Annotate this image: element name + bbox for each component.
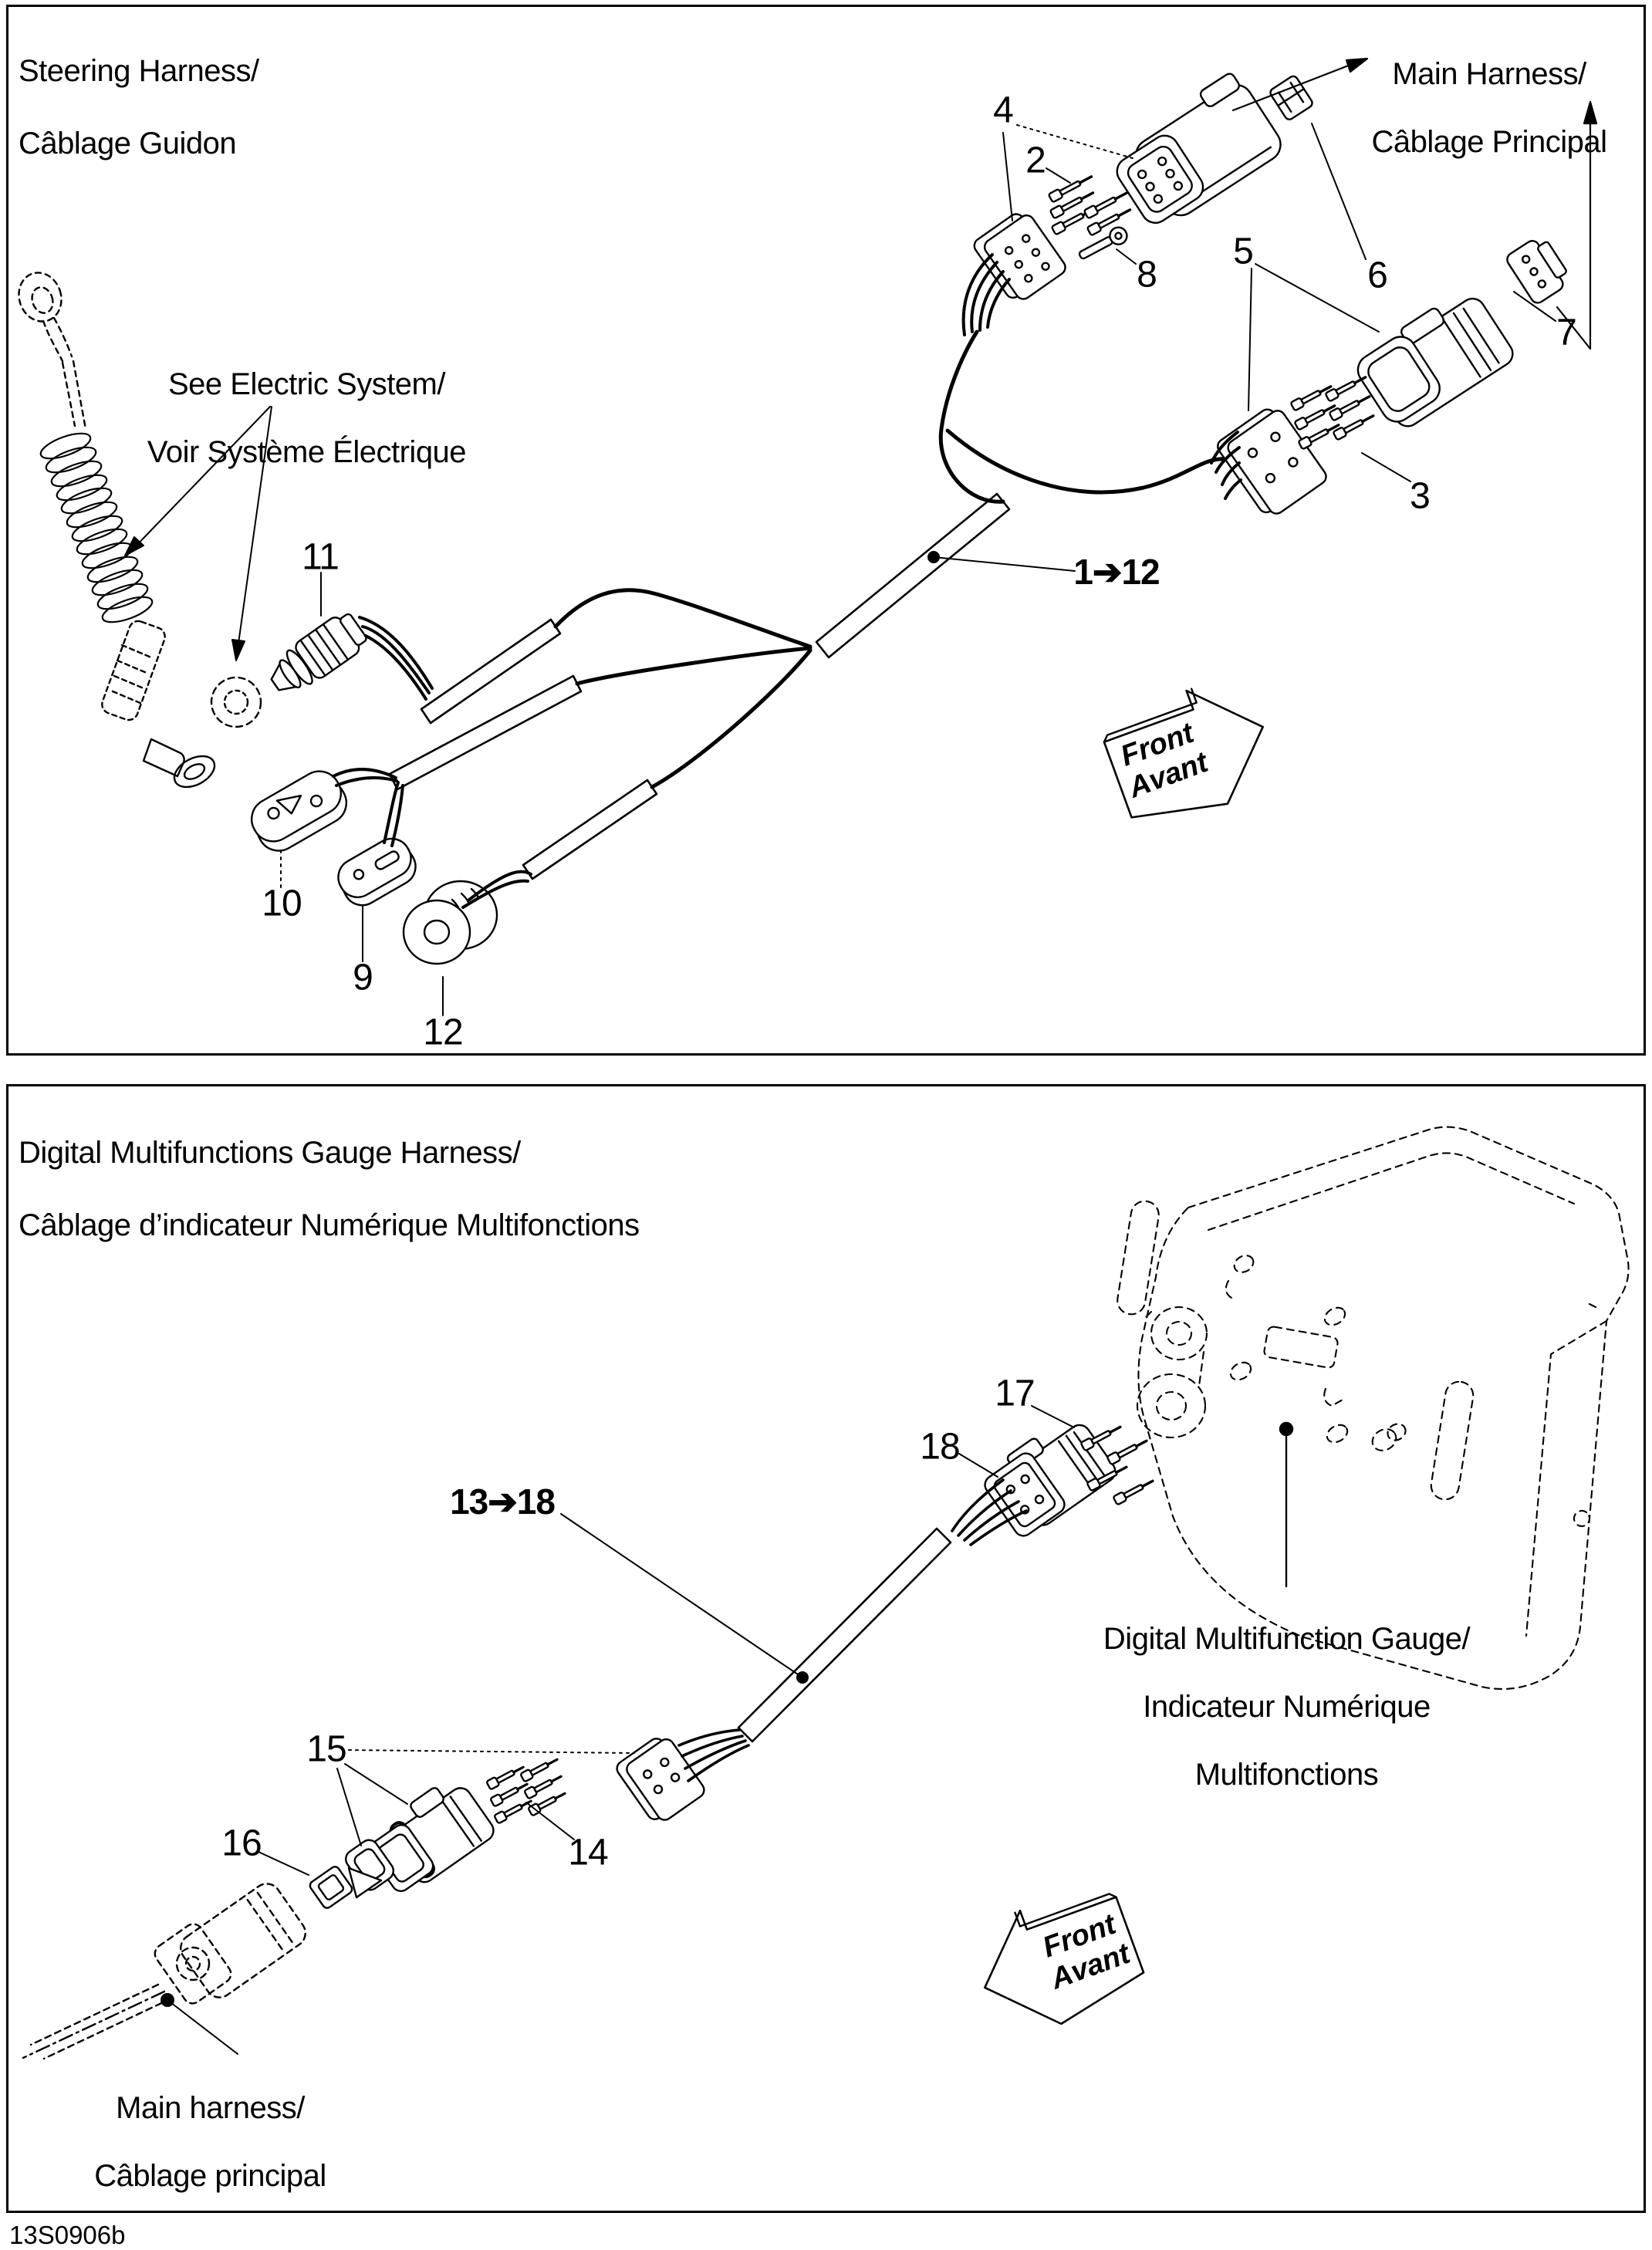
tether-clip-parts bbox=[144, 739, 220, 793]
terminal-pin-8 bbox=[1076, 225, 1130, 264]
switch-pod-9 bbox=[332, 832, 423, 912]
cap-12-wire bbox=[463, 872, 531, 907]
drawing-part-code: 13S0906b bbox=[9, 2221, 126, 2249]
panel2-title-line2: Câblage d’indicateur Numérique Multifonc… bbox=[19, 1208, 640, 1242]
callout-15: 15 bbox=[306, 1728, 346, 1770]
callout-11: 11 bbox=[302, 536, 340, 578]
terminal-pins-3 bbox=[1290, 373, 1375, 450]
panel2-title-line1: Digital Multifunctions Gauge Harness/ bbox=[19, 1136, 521, 1170]
callout-3: 3 bbox=[1410, 475, 1431, 517]
main-harness-label-p1-line2: Câblage Principal bbox=[1371, 125, 1607, 159]
see-electric-label: See Electric System/ Voir Système Électr… bbox=[116, 333, 498, 503]
connector-cap-12 bbox=[404, 881, 497, 964]
bracket-7 bbox=[1505, 233, 1573, 306]
main-harness-arrows-p1 bbox=[1233, 59, 1596, 349]
callout-7: 7 bbox=[1556, 312, 1577, 353]
panel2-title: Digital Multifunctions Gauge Harness/ Câ… bbox=[19, 1099, 640, 1280]
connector-shell-6pin bbox=[1112, 69, 1287, 228]
front-direction-arrow-p2 bbox=[965, 1878, 1150, 2044]
callout-10: 10 bbox=[262, 883, 302, 924]
leader-lines-p2 bbox=[161, 1406, 1074, 2054]
main-harness-label-p2-line1: Main harness/ bbox=[116, 2091, 305, 2125]
bracket-16 bbox=[309, 1865, 381, 1910]
harness-wires bbox=[556, 332, 1236, 787]
main-harness-label-p1-line1: Main Harness/ bbox=[1392, 57, 1586, 91]
main-harness-phantom bbox=[23, 1878, 311, 2059]
tether-cap bbox=[100, 619, 167, 723]
callout-14: 14 bbox=[568, 1832, 608, 1873]
harness-sleeves bbox=[390, 494, 1009, 879]
panel1-title-line2: Câblage Guidon bbox=[19, 127, 237, 160]
callout-18: 18 bbox=[920, 1426, 960, 1468]
see-electric-arrows bbox=[125, 407, 272, 660]
leader-lines-p1 bbox=[281, 123, 1556, 1015]
harness-inlet-flange bbox=[614, 1730, 748, 1827]
callout-6: 6 bbox=[1367, 255, 1388, 296]
main-harness-label-p1: Main Harness/ Câblage Principal bbox=[1327, 23, 1651, 193]
gauge-label: Digital Multifunction Gauge/ Indicateur … bbox=[1061, 1588, 1512, 1826]
callout-5: 5 bbox=[1233, 231, 1254, 272]
range-label-13-18: 13➔18 bbox=[450, 1481, 556, 1522]
gauge-label-line1: Digital Multifunction Gauge/ bbox=[1103, 1622, 1471, 1656]
coiled-tether-cord bbox=[38, 428, 155, 627]
callout-4: 4 bbox=[993, 90, 1014, 131]
digital-gauge-phantom bbox=[1116, 1127, 1629, 1689]
gauge-harness-sleeve bbox=[738, 1529, 951, 1742]
main-harness-label-p2: Main harness/ Câblage principal bbox=[31, 2057, 390, 2227]
tether-hook bbox=[12, 267, 86, 429]
callout-16: 16 bbox=[221, 1823, 262, 1864]
see-electric-line1: See Electric System/ bbox=[167, 367, 446, 401]
terminal-pins-2 bbox=[1049, 173, 1133, 236]
callout-8: 8 bbox=[1137, 254, 1157, 296]
connector-4-flange bbox=[964, 207, 1069, 335]
switch-pod-10 bbox=[244, 764, 353, 859]
main-harness-label-p2-line2: Câblage principal bbox=[94, 2159, 326, 2193]
panel1-title: Steering Harness/ Câblage Guidon bbox=[19, 17, 259, 198]
callout-9: 9 bbox=[353, 957, 373, 998]
callout-2: 2 bbox=[1025, 140, 1046, 181]
see-electric-line2: Voir Système Électrique bbox=[147, 435, 467, 469]
terminal-pins-17 bbox=[1080, 1423, 1154, 1505]
grommet-ring bbox=[211, 677, 261, 727]
connector-5-flange bbox=[1211, 402, 1329, 521]
terminal-pins-14 bbox=[486, 1755, 567, 1824]
range-label-1-12: 1➔12 bbox=[1073, 552, 1160, 592]
gauge-label-line2: Indicateur Numérique bbox=[1143, 1690, 1431, 1724]
callout-12: 12 bbox=[423, 1012, 463, 1053]
panel1-title-line1: Steering Harness/ bbox=[19, 54, 259, 88]
front-direction-arrow-p1 bbox=[1097, 671, 1283, 836]
pod-wires bbox=[333, 769, 403, 846]
lock-clip-6 bbox=[1269, 75, 1314, 121]
cutoff-switch bbox=[262, 608, 432, 702]
connector-18 bbox=[952, 1410, 1120, 1545]
gauge-label-line3: Multifonctions bbox=[1194, 1758, 1379, 1792]
connector-shell-5 bbox=[1352, 284, 1517, 431]
gauge-callout bbox=[1280, 1423, 1292, 1586]
callout-17: 17 bbox=[995, 1373, 1035, 1414]
steering-harness-panel bbox=[6, 5, 1646, 1056]
